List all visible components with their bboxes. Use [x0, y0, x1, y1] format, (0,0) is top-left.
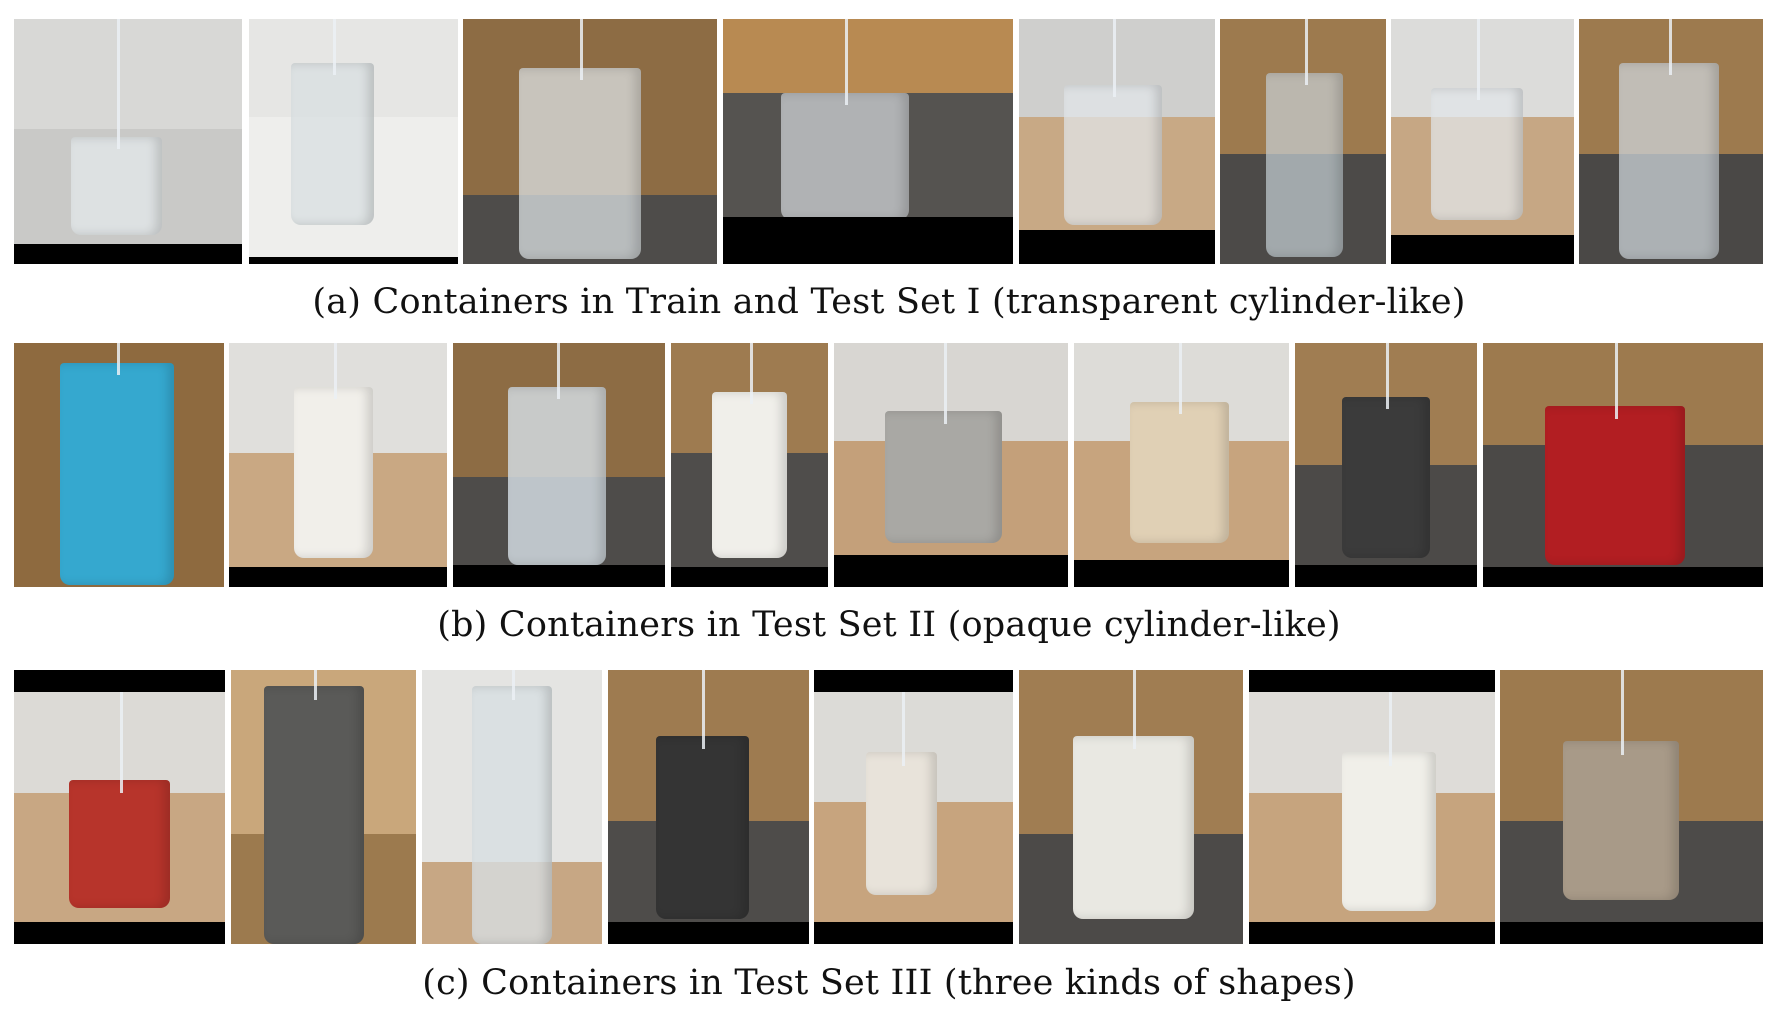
photo-b-6 [1074, 343, 1289, 587]
container-image [865, 752, 938, 895]
container-image [508, 386, 606, 566]
container-image [1064, 85, 1163, 225]
container-image [885, 411, 1003, 544]
photo-b-1 [14, 343, 224, 587]
container-image [781, 92, 909, 220]
photo-c-5 [814, 670, 1013, 944]
caption-c: (c) Containers in Test Set III (three ki… [422, 963, 1356, 1003]
photo-b-8 [1483, 343, 1763, 587]
photo-a-7 [1391, 19, 1574, 264]
photo-b-4 [671, 343, 828, 587]
container-image [1563, 741, 1679, 901]
photo-b-7 [1295, 343, 1477, 587]
container-image [1072, 735, 1194, 920]
photo-a-8 [1579, 19, 1763, 264]
photo-a-6 [1220, 19, 1386, 264]
container-image [1342, 396, 1430, 558]
photo-a-1 [14, 19, 242, 264]
photo-c-2 [231, 670, 416, 944]
photo-c-3 [422, 670, 602, 944]
container-image [294, 386, 373, 558]
photo-c-7 [1249, 670, 1495, 944]
container-image [1431, 87, 1523, 220]
photo-c-8 [1500, 670, 1763, 944]
container-image [1129, 401, 1229, 544]
container-image [290, 63, 375, 225]
container-image [1266, 72, 1343, 257]
container-image [518, 68, 641, 260]
container-image [60, 362, 174, 585]
photo-a-5 [1019, 19, 1215, 264]
container-image [68, 779, 171, 909]
photo-c-1 [14, 670, 225, 944]
caption-a: (a) Containers in Train and Test Set I (… [312, 282, 1466, 322]
photo-a-3 [463, 19, 717, 264]
photo-b-5 [834, 343, 1068, 587]
container-image [71, 136, 163, 235]
container-image [472, 686, 552, 944]
photo-c-4 [608, 670, 809, 944]
photo-b-3 [453, 343, 665, 587]
container-image [1342, 752, 1436, 912]
photo-c-6 [1019, 670, 1243, 944]
container-image [711, 391, 788, 558]
container-image [1619, 63, 1719, 260]
photo-b-2 [229, 343, 447, 587]
caption-b: (b) Containers in Test Set II (opaque cy… [437, 605, 1341, 645]
container-image [264, 686, 365, 944]
photo-a-2 [249, 19, 458, 264]
container-image [1544, 406, 1685, 566]
photo-a-4 [723, 19, 1013, 264]
container-image [656, 735, 749, 920]
